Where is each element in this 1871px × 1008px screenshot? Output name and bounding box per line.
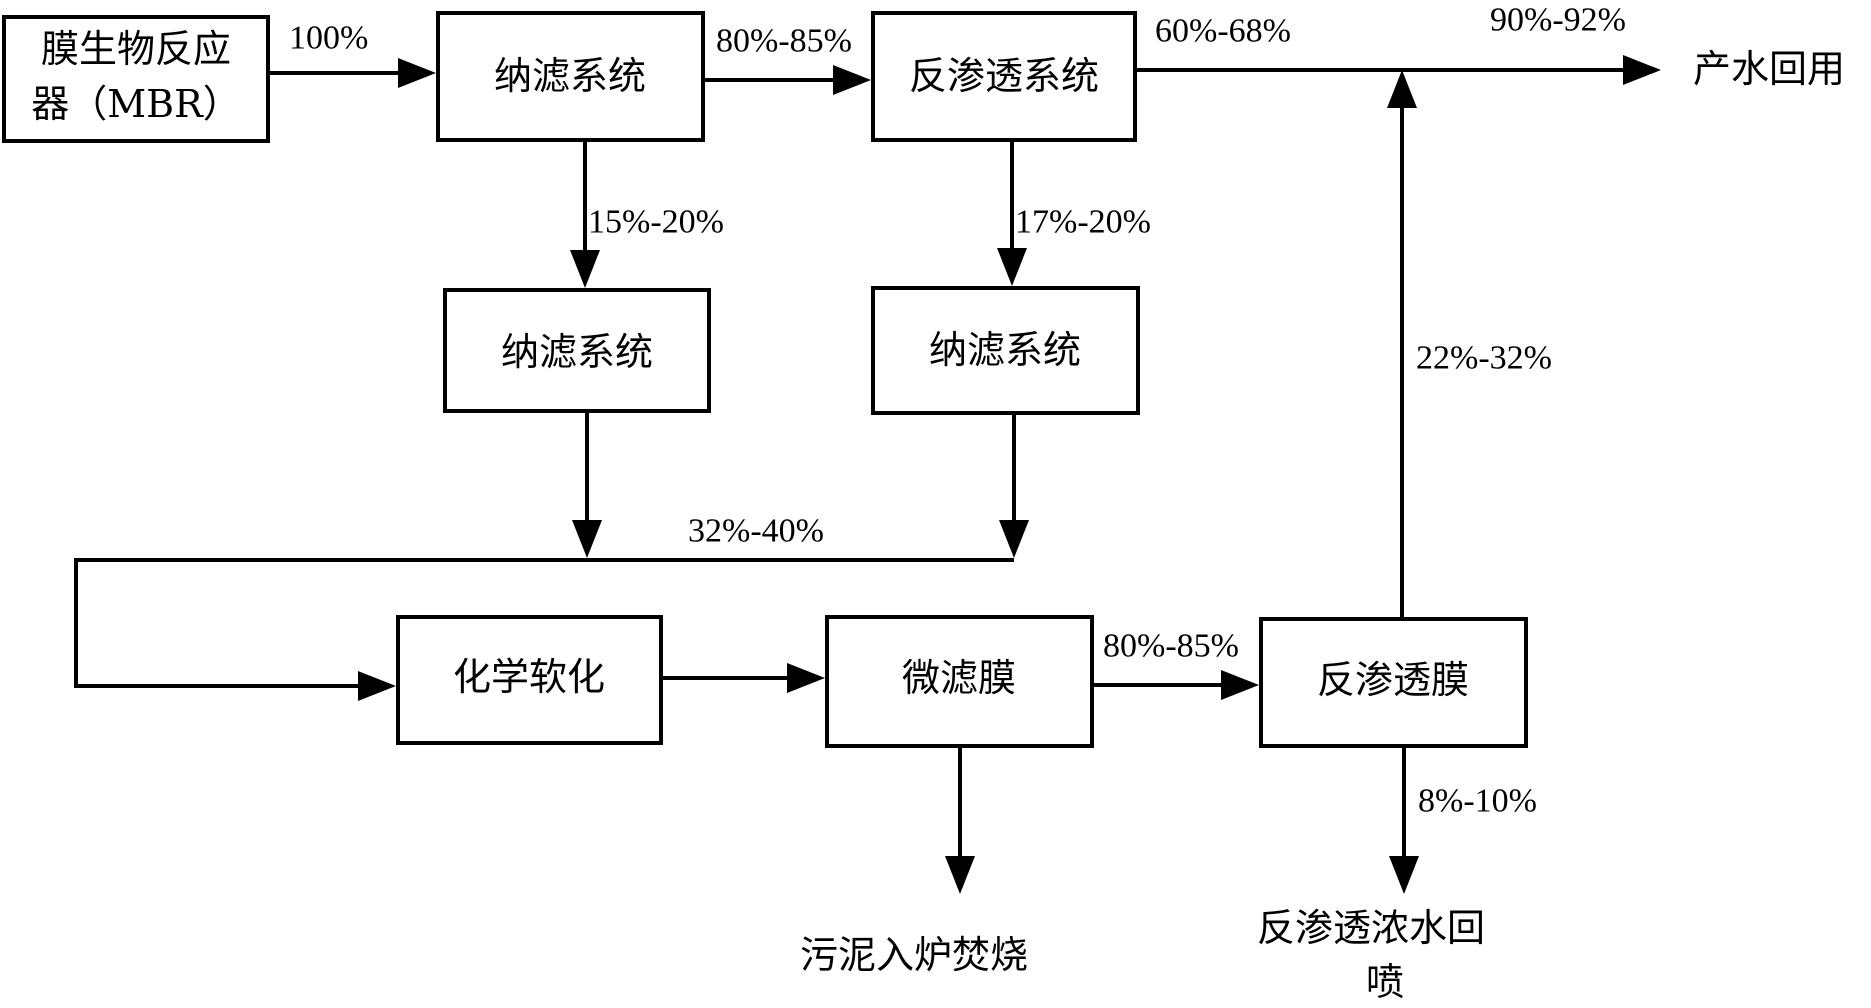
arrowhead-ro1-to-nf3 [997, 248, 1027, 286]
node-ro1-label: 反渗透系统 [909, 54, 1099, 98]
node-nf3-label: 纳滤系统 [929, 328, 1081, 372]
flow-label-mf-to-ro2: 80%-85% [1103, 628, 1239, 665]
flow-label-ro1-to-product: 60%-68% [1155, 13, 1291, 50]
node-nf1: 纳滤系统 [436, 11, 705, 142]
node-nf1-box [436, 11, 705, 142]
node-softening-box [396, 615, 663, 745]
output-sludge: 污泥入炉焚烧 [800, 933, 1028, 977]
output-ro-concentrate-line2: 喷 [1366, 960, 1404, 1004]
arrowhead-nf1-to-nf2 [570, 250, 600, 288]
node-mbr-box [2, 15, 270, 143]
arrowhead-ro1-to-product [1623, 55, 1661, 85]
arrowhead-mf-to-sludge [945, 856, 975, 894]
arrowhead-mbr-to-nf1 [398, 58, 436, 88]
node-microfiltration-label: 微滤膜 [902, 656, 1016, 700]
node-microfiltration: 微滤膜 [825, 615, 1094, 748]
node-nf3: 纳滤系统 [871, 286, 1140, 415]
node-nf2-box [443, 288, 711, 413]
flow-label-nf1-to-ro1: 80%-85% [716, 23, 852, 60]
node-nf2: 纳滤系统 [443, 288, 711, 413]
node-nf1-label: 纳滤系统 [494, 54, 646, 98]
merge-path-to-softening [74, 558, 1014, 688]
arrowhead-mf-to-ro2 [1221, 670, 1259, 700]
flow-label-merge-to-softening: 32%-40% [688, 513, 824, 550]
node-ro1-box [871, 11, 1137, 142]
node-ro2: 反渗透膜 [1259, 617, 1528, 748]
flow-label-ro2-concentrate: 8%-10% [1418, 783, 1537, 820]
arrowhead-nf2-to-merge [572, 520, 602, 558]
output-product-water: 产水回用 [1693, 47, 1845, 91]
node-ro1: 反渗透系统 [871, 11, 1137, 142]
flow-label-mbr-to-nf1: 100% [289, 20, 368, 57]
node-ro2-box [1259, 617, 1528, 748]
flow-label-ro1-to-nf3: 17%-20% [1015, 204, 1151, 241]
node-nf3-box [871, 286, 1140, 415]
connectors [74, 55, 1661, 894]
node-softening-label: 化学软化 [453, 655, 605, 699]
node-mbr: 膜生物反应 器（MBR） [2, 15, 270, 143]
arrowhead-softening-to-mf [787, 663, 825, 693]
node-mbr-label-line2: 器（MBR） [31, 82, 240, 126]
node-microfiltration-box [825, 615, 1094, 748]
flow-label-total-product: 90%-92% [1490, 2, 1626, 39]
flow-label-ro2-recycle: 22%-32% [1416, 340, 1552, 377]
arrowhead-merge-to-softening [358, 671, 396, 701]
arrowhead-ro2-to-product [1387, 70, 1417, 108]
node-nf2-label: 纳滤系统 [501, 330, 653, 374]
output-ro-concentrate-line1: 反渗透浓水回 [1257, 906, 1485, 950]
flow-label-nf1-to-nf2: 15%-20% [588, 204, 724, 241]
arrowhead-nf3-to-merge [999, 520, 1029, 558]
node-softening: 化学软化 [396, 615, 663, 745]
arrowhead-ro2-to-concentrate [1389, 856, 1419, 894]
arrowhead-nf1-to-ro1 [833, 65, 871, 95]
node-mbr-label-line1: 膜生物反应 [41, 27, 231, 71]
node-ro2-label: 反渗透膜 [1317, 658, 1469, 702]
